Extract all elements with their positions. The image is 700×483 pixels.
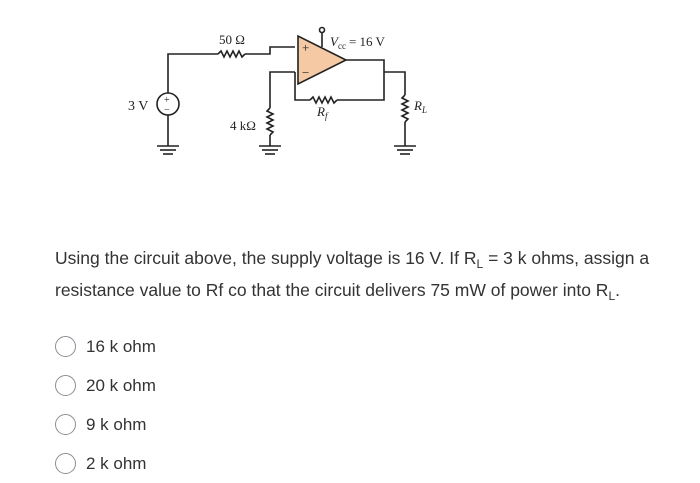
svg-text:RL: RL [413,98,427,115]
rl-symbol: R [413,98,422,113]
opamp-minus-sign: − [302,65,309,80]
svg-text:Rf: Rf [316,104,329,121]
resistor-4k-label: 4 kΩ [230,118,256,133]
option-label: 20 k ohm [86,375,156,395]
vcc-value-label: = 16 V [349,34,386,49]
question-part2: = 3 k ohms, assign a resistance value to… [55,248,650,300]
question-part1: Using the circuit above, the supply volt… [55,248,477,268]
radio-button[interactable] [55,414,76,435]
opamp-plus-sign: + [302,40,309,55]
option-20k[interactable]: 20 k ohm [55,366,156,405]
question-part3: . [615,280,620,300]
option-label: 16 k ohm [86,336,156,356]
option-label: 2 k ohm [86,453,147,473]
vcc-symbol: V [330,34,340,49]
circuit-diagram: + − + − 3 V 50 Ω 4 kΩ Vcc= 16 V Rf RL [128,26,427,155]
question-sub-rl-1: L [476,257,484,271]
option-9k[interactable]: 9 k ohm [55,405,156,444]
radio-button[interactable] [55,375,76,396]
option-2k[interactable]: 2 k ohm [55,444,156,483]
radio-button[interactable] [55,336,76,357]
rl-subscript: L [421,105,427,115]
question-sub-rl-2: L [608,289,616,303]
source-minus-mark: − [164,105,170,116]
answer-options: 16 k ohm 20 k ohm 9 k ohm 2 k ohm [55,327,156,483]
resistor-50-label: 50 Ω [219,32,245,47]
option-16k[interactable]: 16 k ohm [55,327,156,366]
source-voltage-label: 3 V [128,99,148,114]
source-plus-mark: + [164,95,170,106]
svg-text:Vcc= 16 V: Vcc= 16 V [330,34,386,51]
rf-symbol: R [316,104,325,119]
option-label: 9 k ohm [86,414,147,434]
radio-button[interactable] [55,453,76,474]
vcc-subscript: cc [338,41,346,51]
opamp-symbol [297,34,348,86]
rf-subscript: f [325,111,329,121]
question-text: Using the circuit above, the supply volt… [55,242,685,306]
